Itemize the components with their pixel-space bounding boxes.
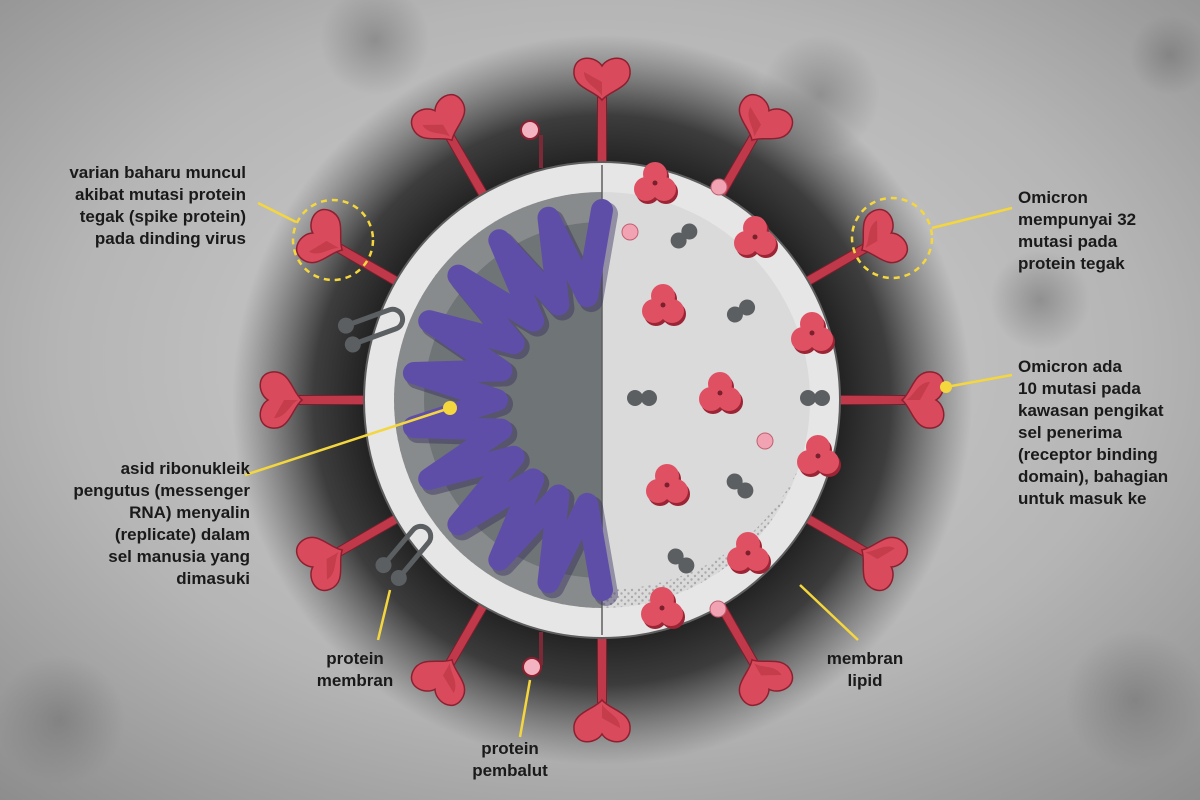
spike-proteins	[259, 57, 945, 743]
label-envelope-protein: protein pembalut	[472, 739, 548, 780]
pink-particle	[710, 178, 728, 196]
label-membrane-protein: protein membran	[316, 649, 394, 690]
membrane-protein-icon	[337, 306, 434, 587]
rbd-marker-dot	[940, 381, 952, 393]
label-omicron-spike-mutations: Omicron mempunyai 32 mutasi pada protein…	[1018, 188, 1137, 273]
spike-protein-icon	[573, 627, 631, 743]
gray-particle-pair	[726, 473, 754, 499]
label-lipid-membrane: membran lipid	[826, 649, 904, 690]
protein-cluster	[791, 312, 835, 354]
protein-cluster	[699, 372, 743, 414]
spike-protein-icon	[410, 94, 493, 206]
mrna-strand	[402, 199, 618, 606]
protein-cluster	[642, 284, 686, 326]
spike-protein-icon	[829, 371, 945, 429]
spike-protein-icon	[711, 594, 794, 706]
highlight-circle-right	[850, 196, 934, 280]
pink-particle	[756, 432, 774, 450]
spike-protein-icon	[259, 371, 375, 429]
envelope-protein-icon	[520, 120, 543, 677]
gray-particle-pair	[667, 548, 695, 574]
gray-particle-pair	[627, 390, 657, 406]
pink-particle	[709, 600, 727, 618]
protein-cluster	[734, 216, 778, 258]
spike-protein-icon	[573, 57, 631, 173]
protein-cluster	[797, 435, 841, 477]
rna-marker-dot	[443, 401, 457, 415]
label-mrna: asid ribonukleik pengutus (messenger RNA…	[73, 459, 250, 588]
spike-protein-icon	[796, 509, 908, 592]
label-omicron-rbd-mutations: Omicron ada 10 mutasi pada kawasan pengi…	[1018, 357, 1169, 508]
spike-protein-icon	[296, 509, 408, 592]
pink-particle	[621, 223, 639, 241]
gray-particle-pair	[670, 223, 698, 249]
protein-cluster	[634, 162, 678, 204]
leader-lines	[244, 201, 1013, 738]
spike-protein-icon	[796, 208, 908, 291]
gray-particle-pair	[726, 299, 756, 323]
protein-cluster	[646, 464, 690, 506]
spike-protein-icon	[410, 594, 493, 706]
highlight-circle-left	[291, 198, 375, 282]
gray-particle-pair	[800, 390, 830, 406]
protein-cluster	[641, 587, 685, 629]
protein-cluster	[727, 532, 771, 574]
label-variant-spike: varian baharu muncul akibat mutasi prote…	[69, 163, 246, 248]
virus-particles	[621, 162, 841, 629]
